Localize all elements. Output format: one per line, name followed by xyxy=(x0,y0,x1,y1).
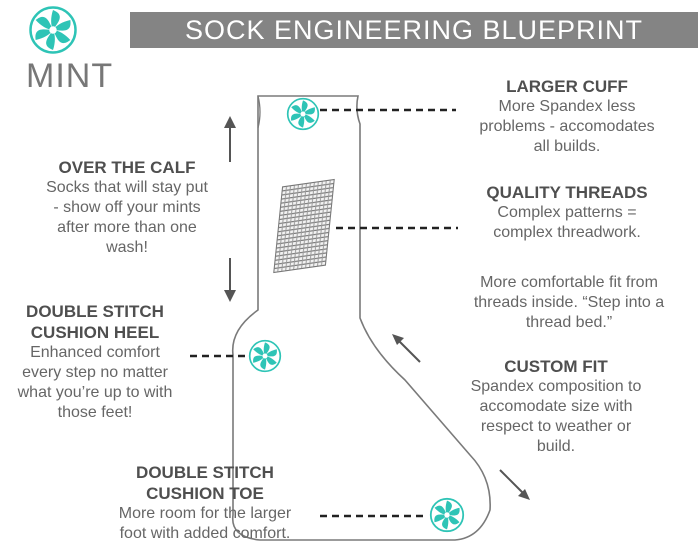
callout-heading: CUSHION HEEL xyxy=(30,323,160,342)
callout-line: problems - accomodates xyxy=(479,118,655,135)
page-title-text: SOCK ENGINEERING BLUEPRINT xyxy=(184,14,644,45)
callout-heading: DOUBLE STITCH xyxy=(26,302,164,321)
mint-candy-icon xyxy=(248,339,282,373)
thread-weave-icon xyxy=(273,178,335,274)
callout-heading: QUALITY THREADS xyxy=(486,183,648,202)
callout-line: Socks that will stay put xyxy=(46,179,208,196)
callout-line: accomodate size with xyxy=(479,398,633,415)
callout-heading: OVER THE CALF xyxy=(58,158,196,177)
callout-line: More Spandex less xyxy=(498,98,636,115)
callout-quality-threads: QUALITY THREADS Complex patterns = compl… xyxy=(452,182,682,243)
brand-name: MINT xyxy=(26,57,114,95)
arrow-up-icon xyxy=(224,116,236,162)
callout-line: - show off your mints xyxy=(53,199,201,216)
callout-line: those feet! xyxy=(57,404,133,421)
callout-line: More room for the larger xyxy=(118,505,292,522)
callout-line: thread bed.” xyxy=(525,314,613,331)
callout-line: Complex patterns = xyxy=(497,204,637,221)
callout-over-the-calf: OVER THE CALF Socks that will stay put -… xyxy=(22,157,232,258)
callout-line: Enhanced comfort xyxy=(30,344,160,361)
mint-candy-icon xyxy=(429,497,465,533)
callout-line: every step no matter xyxy=(22,364,168,381)
callout-line: after more than one xyxy=(57,219,197,236)
callout-heading: CUSHION TOE xyxy=(146,484,264,503)
mint-candy-icon xyxy=(286,97,320,131)
callout-cushion-toe: DOUBLE STITCH CUSHION TOE More room for … xyxy=(92,462,318,544)
callout-comfort: More comfortable fit from threads inside… xyxy=(446,273,692,333)
callout-line: all builds. xyxy=(533,138,601,155)
callout-line: wash! xyxy=(106,239,148,256)
callout-line: Spandex composition to xyxy=(470,378,642,395)
callout-heading: LARGER CUFF xyxy=(506,77,628,96)
callout-custom-fit: CUSTOM FIT Spandex composition to accomo… xyxy=(440,356,672,457)
callout-heading: CUSTOM FIT xyxy=(504,357,608,376)
callout-cushion-heel: DOUBLE STITCH CUSHION HEEL Enhanced comf… xyxy=(2,301,188,423)
callout-line: More comfortable fit from xyxy=(480,274,658,291)
mint-candy-icon xyxy=(29,6,77,54)
arrow-down-icon xyxy=(224,258,236,302)
callout-larger-cuff: LARGER CUFF More Spandex less problems -… xyxy=(452,76,682,157)
arrow-up-left-icon xyxy=(392,334,421,363)
callout-heading: DOUBLE STITCH xyxy=(136,463,274,482)
callout-line: what you’re up to with xyxy=(17,384,173,401)
callout-line: threads inside. “Step into a xyxy=(473,294,665,311)
page-title: SOCK ENGINEERING BLUEPRINT xyxy=(130,12,698,48)
sock-outline xyxy=(231,95,491,541)
arrow-down-right-icon xyxy=(499,469,530,500)
callout-line: complex threadwork. xyxy=(493,224,641,241)
callout-line: build. xyxy=(536,438,576,455)
callout-line: foot with added comfort. xyxy=(119,525,291,542)
callout-line: respect to weather or xyxy=(480,418,632,435)
